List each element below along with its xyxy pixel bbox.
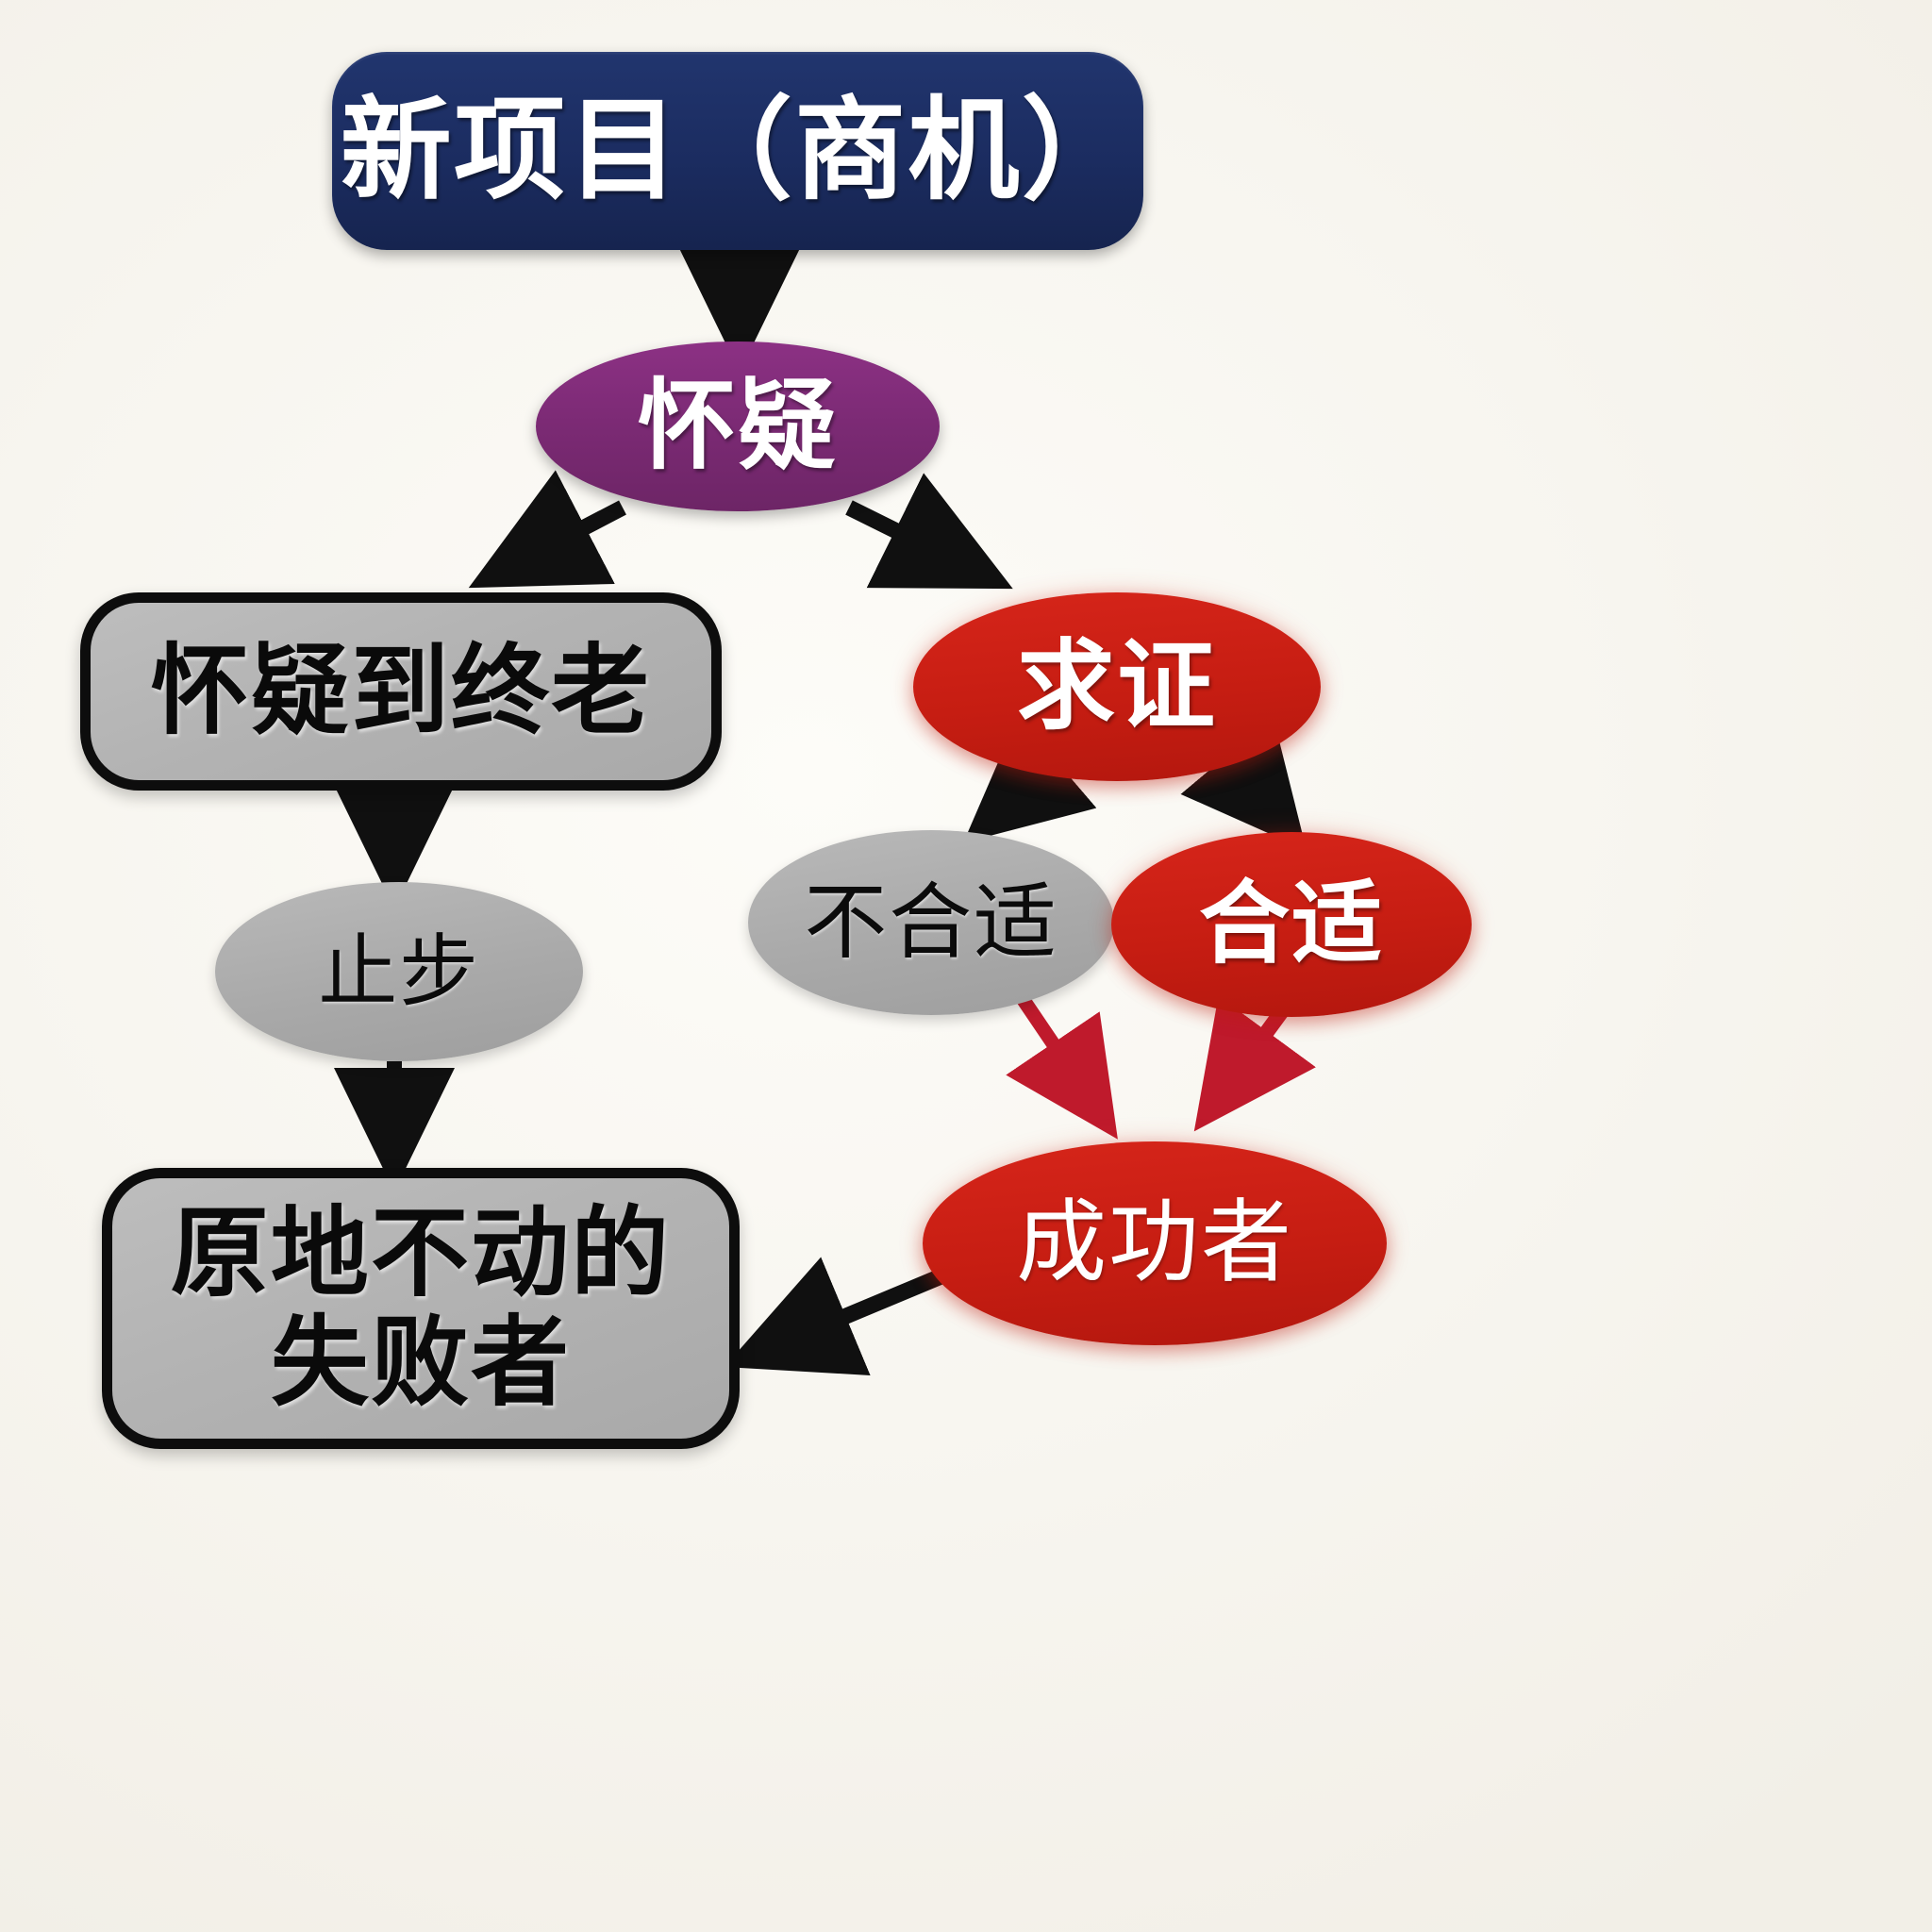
- node-verify-label: 求证: [1016, 631, 1218, 741]
- edge-doubt-to-verify: [845, 473, 1013, 590]
- node-doubt-label: 怀疑: [637, 371, 839, 481]
- edge-successor-to-loser: [724, 1257, 947, 1375]
- edge-doubt-to-doubt-forever: [468, 470, 626, 589]
- node-doubt-forever[interactable]: 怀疑到终老: [80, 592, 722, 791]
- node-doubt[interactable]: 怀疑: [536, 341, 940, 511]
- node-new-project[interactable]: 新项目（商机）: [332, 52, 1143, 250]
- node-loser[interactable]: 原地不动的 失败者: [102, 1168, 740, 1449]
- node-new-project-label: 新项目（商机）: [340, 88, 1136, 213]
- node-unsuitable[interactable]: 不合适: [748, 830, 1114, 1015]
- node-stop-label: 止步: [318, 926, 480, 1016]
- node-successor[interactable]: 成功者: [923, 1141, 1387, 1345]
- node-loser-label-line2: 失败者: [270, 1308, 572, 1418]
- node-doubt-forever-label: 怀疑到终老: [150, 636, 652, 746]
- node-loser-label-line1: 原地不动的: [170, 1198, 672, 1308]
- node-unsuitable-label: 不合适: [804, 874, 1058, 969]
- node-verify[interactable]: 求证: [913, 592, 1321, 781]
- node-suitable[interactable]: 合适: [1111, 832, 1472, 1017]
- node-stop[interactable]: 止步: [215, 882, 583, 1061]
- node-successor-label: 成功者: [1016, 1192, 1293, 1294]
- node-suitable-label: 合适: [1199, 874, 1384, 975]
